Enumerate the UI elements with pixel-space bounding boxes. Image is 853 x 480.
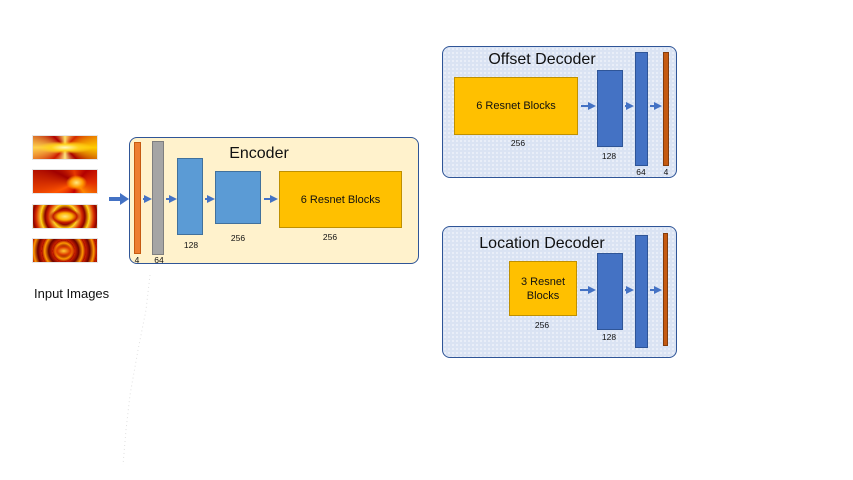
input-image-4 xyxy=(32,238,98,263)
encoder-block2-label: 256 xyxy=(230,233,246,243)
location-decoder-title: Location Decoder xyxy=(479,235,605,252)
offset-conv64-bar xyxy=(635,52,648,166)
offset-bar2-label: 4 xyxy=(663,167,669,177)
encoder-conv64-bar xyxy=(152,141,164,255)
offset-resnet-block: 6 Resnet Blocks xyxy=(454,77,578,135)
input-image-3 xyxy=(32,204,98,229)
location-block-label: 128 xyxy=(601,332,617,342)
encoder-resnet-block: 6 Resnet Blocks xyxy=(279,171,402,228)
offset-conv128-block xyxy=(597,70,623,147)
offset-resnet-size: 256 xyxy=(510,138,526,148)
location-resnet-label: 3 Resnet Blocks xyxy=(520,275,566,302)
encoder-block1-label: 128 xyxy=(183,240,199,250)
input-image-1 xyxy=(32,135,98,160)
location-resnet-block: 3 Resnet Blocks xyxy=(509,261,577,316)
input-image-2 xyxy=(32,169,98,194)
offset-decoder-title: Offset Decoder xyxy=(488,51,596,68)
encoder-bar1-label: 4 xyxy=(134,255,140,265)
encoder-resnet-label: 6 Resnet Blocks xyxy=(300,193,381,206)
location-output-bar xyxy=(663,233,668,346)
encoder-input-bar xyxy=(134,142,141,254)
offset-resnet-label: 6 Resnet Blocks xyxy=(476,100,556,112)
offset-block-label: 128 xyxy=(601,151,617,161)
encoder-resnet-size: 256 xyxy=(322,232,338,242)
encoder-title: Encoder xyxy=(229,145,289,162)
faint-dotted-line xyxy=(122,274,151,466)
location-resnet-size: 256 xyxy=(534,320,550,330)
offset-bar1-label: 64 xyxy=(636,167,646,177)
encoder-bar2-label: 64 xyxy=(154,255,164,265)
input-images-label: Input Images xyxy=(34,286,110,301)
input-arrow-icon xyxy=(109,193,129,205)
offset-output-bar xyxy=(663,52,669,166)
encoder-conv128-block xyxy=(177,158,203,235)
encoder-conv256-block xyxy=(215,171,261,224)
location-conv128-block xyxy=(597,253,623,330)
location-conv64-bar xyxy=(635,235,648,348)
